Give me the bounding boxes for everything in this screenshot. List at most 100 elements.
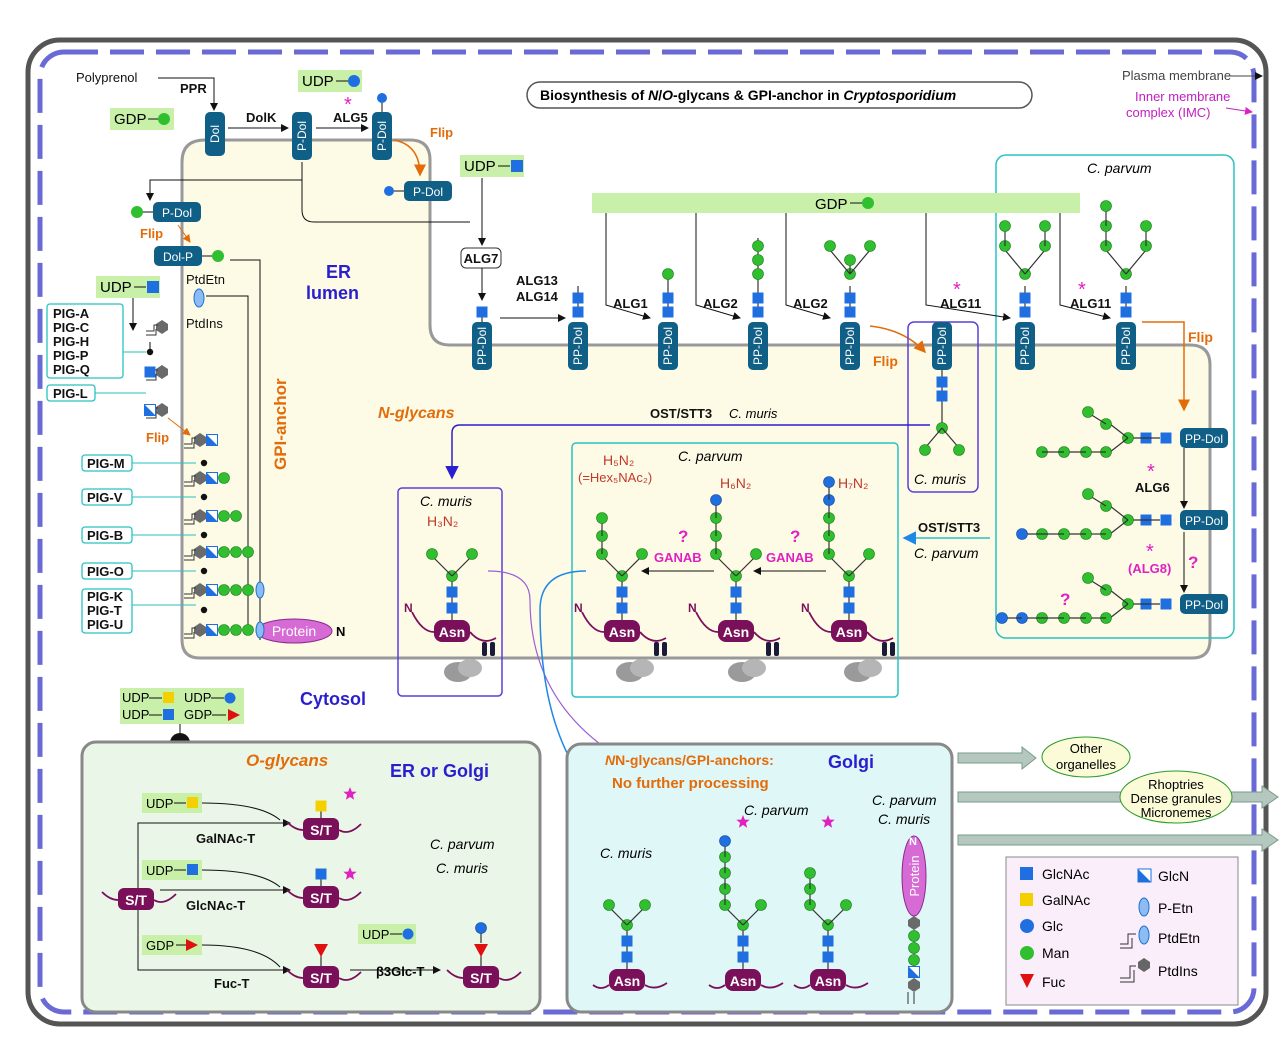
- glcn-legend-icon: [1137, 868, 1152, 883]
- man-icon: [908, 942, 920, 954]
- peptide: [286, 821, 362, 833]
- svg-text:P-Dol: P-Dol: [295, 121, 309, 151]
- svg-text:P-Dol: P-Dol: [413, 185, 443, 199]
- lipid-anchor: [184, 627, 196, 639]
- glcn-icon: [206, 472, 218, 484]
- glc-legend-icon: [1020, 919, 1034, 933]
- man-icon: [755, 899, 767, 911]
- pp-dol-tag: [1180, 428, 1228, 448]
- c-parvum-nglycan-box: [571, 442, 899, 698]
- text-label: S/T: [310, 970, 332, 986]
- svg-text:PIG-K: PIG-K: [87, 589, 124, 604]
- er-label: ER: [326, 262, 351, 282]
- svg-text:UDP: UDP: [302, 73, 334, 90]
- lumen-label: lumen: [306, 283, 359, 303]
- asn-block: [831, 620, 867, 642]
- svg-text:P-Etn: P-Etn: [1158, 900, 1193, 916]
- galnac-icon: [315, 800, 327, 812]
- asn-block: [725, 969, 761, 991]
- svg-text:C. muris: C. muris: [420, 493, 472, 509]
- bond: [735, 555, 757, 577]
- glcnac-icon: [621, 935, 633, 947]
- ribosome: [742, 659, 766, 677]
- svg-text:?: ?: [678, 527, 688, 546]
- ptdins-icon: [194, 583, 206, 597]
- cytosol-donor-box: [120, 688, 244, 724]
- lipid-anchor: [184, 587, 196, 599]
- man-icon: [466, 548, 478, 560]
- asn-block: [810, 969, 846, 991]
- svg-text:H₃N₂: H₃N₂: [427, 513, 458, 529]
- glcnac-icon: [752, 306, 764, 318]
- glcnac-icon: [616, 602, 628, 614]
- man-icon: [953, 444, 965, 456]
- text-label: PP-Dol: [1119, 327, 1133, 365]
- bond: [1024, 249, 1046, 275]
- text-label: Asn: [723, 624, 749, 640]
- svg-text:Rhoptries: Rhoptries: [1148, 777, 1204, 792]
- svg-text:C. parvum: C. parvum: [678, 448, 743, 464]
- peptide: [101, 891, 177, 903]
- svg-text:*: *: [1146, 541, 1154, 563]
- bond: [601, 555, 623, 577]
- man-icon: [218, 472, 230, 484]
- ptdins-legend-icon: [1120, 958, 1150, 983]
- bond: [1109, 437, 1129, 453]
- svg-text:C. muris: C. muris: [600, 845, 652, 861]
- svg-text:UDP: UDP: [146, 796, 173, 811]
- glcnac-icon: [752, 292, 764, 304]
- glcnac-icon: [844, 292, 856, 304]
- svg-text:Flip: Flip: [1188, 329, 1213, 345]
- peptide: [592, 982, 668, 989]
- peptide: [286, 889, 362, 901]
- lipid-anchor: [184, 475, 196, 487]
- dolk-label: DolK: [246, 110, 277, 125]
- svg-text:UDP: UDP: [362, 927, 389, 942]
- udp-glcnac-donor-gpi: [96, 276, 160, 298]
- man-icon: [752, 254, 764, 266]
- er-lumen-region: [180, 138, 1212, 660]
- glcnac-icon: [446, 586, 458, 598]
- lipid-anchor: [184, 437, 196, 449]
- bond: [941, 427, 960, 449]
- glcnac-icon: [1019, 306, 1031, 318]
- bond: [924, 427, 943, 449]
- st-block: [118, 888, 154, 910]
- svg-text:OST/STT3: OST/STT3: [918, 520, 980, 535]
- text-label: Asn: [609, 624, 635, 640]
- plasma-membrane-label: Plasma membrane: [1122, 68, 1231, 83]
- svg-text:Protein: Protein: [272, 623, 316, 639]
- text-label: Asn: [614, 973, 640, 989]
- fuc-icon: [474, 944, 488, 957]
- man-icon: [1039, 220, 1051, 232]
- svg-text:P-Dol: P-Dol: [375, 121, 389, 151]
- ppr-label: PPR: [180, 81, 207, 96]
- glcnac-icon: [662, 306, 674, 318]
- svg-text:?: ?: [1060, 590, 1070, 609]
- svg-text:ALG7: ALG7: [464, 251, 499, 266]
- pig-k-t-u-box: [81, 588, 133, 634]
- svg-text:PIG-V: PIG-V: [87, 490, 123, 505]
- p-etn-icon: [255, 621, 265, 639]
- man-icon: [218, 510, 230, 522]
- secretory-organelles-oval: [1119, 770, 1233, 824]
- svg-text:PIG-B: PIG-B: [87, 528, 123, 543]
- svg-text:PIG-M: PIG-M: [87, 456, 125, 471]
- svg-text:GlcN: GlcN: [1158, 868, 1189, 884]
- glcn-icon: [144, 404, 156, 416]
- man-icon: [603, 899, 615, 911]
- man-icon: [824, 240, 836, 252]
- glcn-icon: [206, 546, 218, 558]
- man-icon: [218, 546, 230, 558]
- glc-icon: [475, 922, 487, 934]
- glcnac-icon: [315, 868, 327, 880]
- glcnac-icon: [616, 586, 628, 598]
- arrow-other-organelles: [957, 745, 1037, 771]
- glc-icon: [1016, 528, 1028, 540]
- glcnac-icon: [730, 602, 742, 614]
- man-icon: [804, 867, 816, 879]
- man-icon: [908, 930, 920, 942]
- svg-text:C. parvum: C. parvum: [872, 792, 937, 808]
- st-block: [463, 966, 499, 988]
